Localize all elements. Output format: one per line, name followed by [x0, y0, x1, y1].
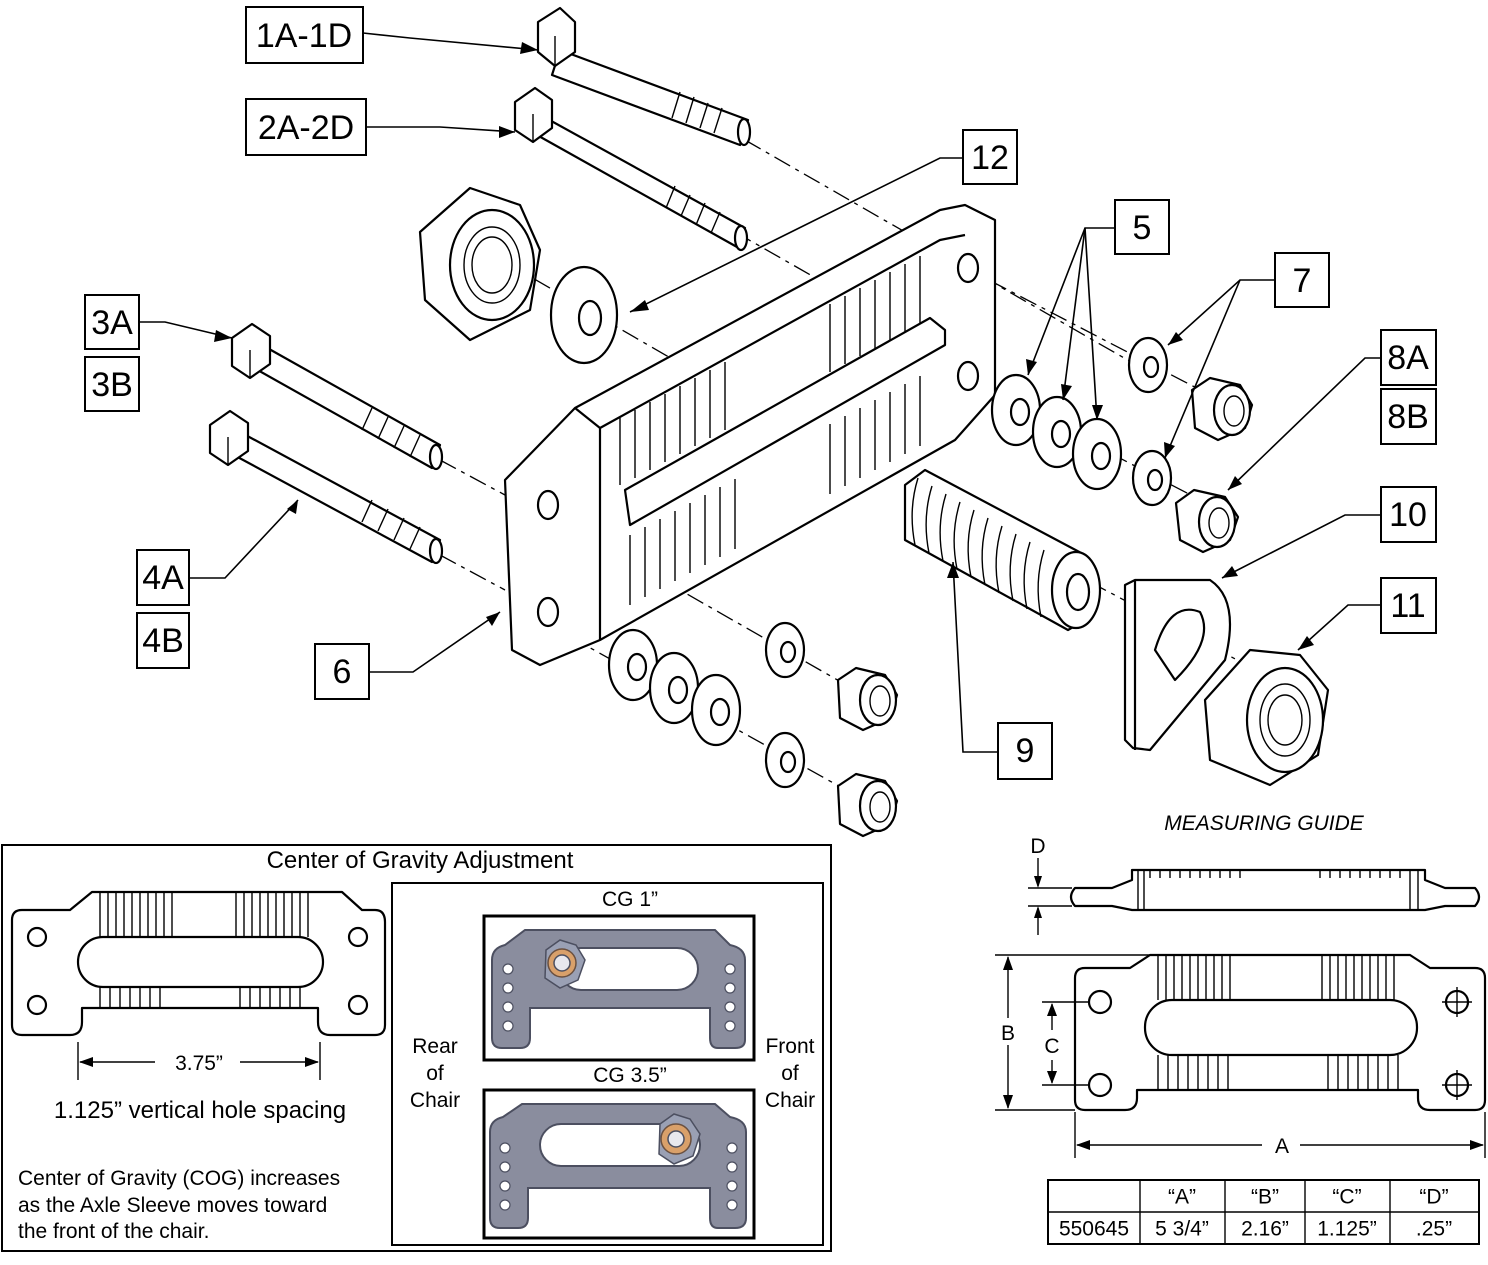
cg35-label: CG 3.5” [593, 1064, 667, 1087]
cog-plate-outline [10, 890, 387, 1037]
svg-text:11: 11 [1390, 587, 1425, 625]
svg-text:10: 10 [1389, 496, 1427, 534]
callout-8b: 8B [1380, 388, 1437, 445]
bottom-washers [607, 621, 806, 789]
svg-text:1A-1D: 1A-1D [256, 17, 352, 55]
hole-spacing-label: 1.125” vertical hole spacing [54, 1097, 346, 1124]
bolt-4 [208, 409, 444, 565]
cog-panel-title: Center of Gravity Adjustment [267, 847, 574, 874]
washers-7 [1127, 336, 1173, 507]
main-plate [503, 203, 997, 667]
callout-11: 11 [1380, 577, 1437, 634]
cog-panel: Center of Gravity Adjustment [1, 844, 832, 1252]
callout-8a: 8A [1380, 329, 1437, 386]
front-label-1: Front [765, 1035, 814, 1058]
front-label-3: Chair [765, 1089, 815, 1112]
width-dim-label: 3.75” [175, 1052, 223, 1075]
svg-text:4A: 4A [142, 559, 184, 597]
side-view [1069, 868, 1481, 912]
leader-lines [138, 32, 1382, 753]
dim-a-label: A [1275, 1135, 1289, 1158]
leader-arrowheads [214, 42, 1314, 650]
dim-b-label: B [1001, 1022, 1015, 1045]
svg-text:8B: 8B [1387, 398, 1429, 436]
width-dimension: 3.75” [77, 1042, 321, 1080]
cog-note-line-3: the front of the chair. [18, 1220, 209, 1243]
rear-label-2: of [426, 1062, 444, 1085]
washers-5 [990, 373, 1123, 491]
callout-2a-2d: 2A-2D [245, 98, 367, 156]
spec-table: “A” “B” “C” “D” 550645 5 3/4” 2.16” 1.12… [1047, 1179, 1480, 1245]
svg-text:4B: 4B [142, 622, 184, 660]
callout-3a: 3A [84, 294, 140, 350]
nuts-8 [1174, 376, 1254, 554]
rear-label-3: Chair [410, 1089, 460, 1112]
svg-text:7: 7 [1293, 262, 1312, 300]
bracket-10 [1123, 578, 1232, 752]
callout-12: 12 [962, 129, 1018, 185]
large-nut-11 [1203, 648, 1330, 787]
callout-9: 9 [997, 722, 1053, 780]
callout-5: 5 [1114, 199, 1170, 255]
rear-label-1: Rear [412, 1035, 458, 1058]
cg1-image [482, 914, 756, 1062]
callout-4b: 4B [136, 612, 190, 669]
table-header-c: “C” [1332, 1186, 1361, 1209]
callout-3b: 3B [84, 356, 140, 412]
dim-c-label: C [1044, 1035, 1059, 1058]
table-header-d: “D” [1419, 1186, 1448, 1209]
cog-note-line-1: Center of Gravity (COG) increases [18, 1167, 340, 1190]
table-header-a: “A” [1168, 1186, 1196, 1209]
svg-text:8A: 8A [1387, 339, 1429, 377]
table-cell-c: 1.125” [1317, 1218, 1377, 1241]
callout-6: 6 [314, 643, 370, 700]
dim-d-label: D [1030, 835, 1045, 858]
svg-text:5: 5 [1133, 209, 1152, 247]
callout-10: 10 [1380, 486, 1437, 543]
bolt-3 [230, 322, 444, 471]
callout-1a-1d: 1A-1D [245, 6, 364, 64]
front-label-2: of [781, 1062, 799, 1085]
dim-d: D [1028, 835, 1072, 935]
measuring-guide-title: MEASURING GUIDE [1164, 812, 1365, 835]
large-nut-top [418, 186, 542, 342]
cog-note-line-2: as the Axle Sleeve moves toward [18, 1194, 327, 1217]
bottom-nuts [836, 666, 899, 838]
cg35-image [482, 1088, 756, 1240]
top-view [1073, 953, 1487, 1112]
table-cell-a: 5 3/4” [1155, 1218, 1209, 1241]
table-cell-b: 2.16” [1241, 1218, 1289, 1241]
svg-text:9: 9 [1016, 732, 1035, 770]
dim-c: C [1042, 1001, 1090, 1086]
washer-12 [549, 265, 619, 365]
dim-a: A [1074, 1112, 1486, 1158]
svg-text:12: 12 [971, 139, 1009, 177]
bolt-2 [513, 86, 749, 252]
callout-4a: 4A [136, 549, 190, 606]
table-cell-part: 550645 [1059, 1218, 1129, 1241]
svg-text:6: 6 [333, 653, 352, 691]
measuring-guide: MEASURING GUIDE [995, 812, 1487, 1158]
table-cell-d: .25” [1416, 1218, 1452, 1241]
callout-7: 7 [1274, 252, 1330, 308]
axle-sleeve [903, 468, 1102, 632]
svg-text:3B: 3B [91, 366, 133, 404]
cg1-label: CG 1” [602, 888, 658, 911]
svg-text:3A: 3A [91, 304, 133, 342]
dim-b: B [995, 954, 1150, 1111]
table-header-b: “B” [1251, 1186, 1279, 1209]
bolt-1 [536, 6, 752, 147]
svg-text:2A-2D: 2A-2D [258, 109, 354, 147]
